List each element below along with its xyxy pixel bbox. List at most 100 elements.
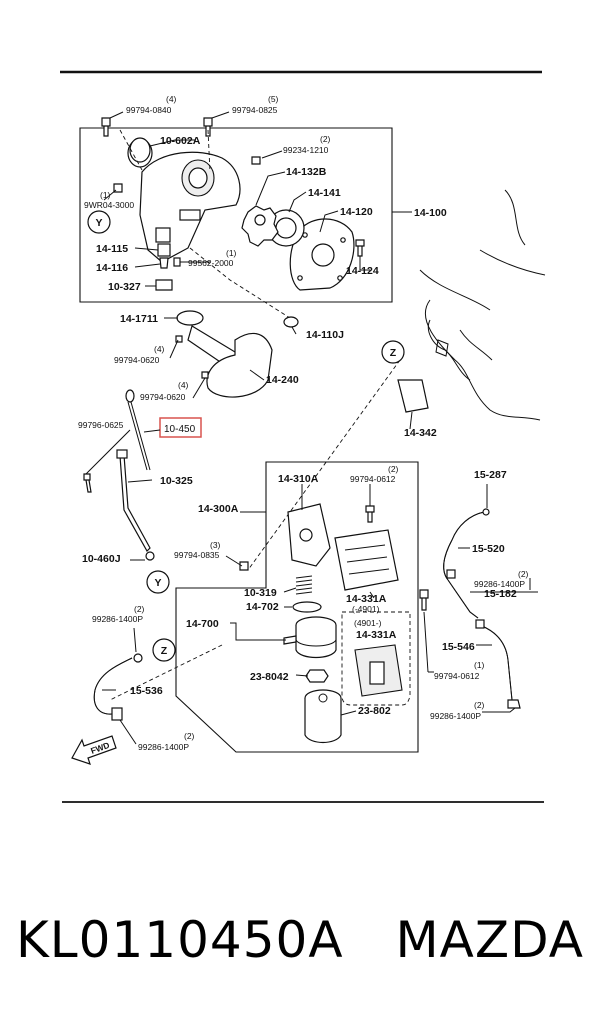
ref-circle-y-lower: Y [146,570,170,594]
label-14-310A: 14-310A [278,473,319,485]
brand-name: MAZDA [395,911,584,969]
ref-z1: Z [390,347,397,359]
label-23-8042: 23-8042 [250,671,289,683]
label-q4c: (4) [178,380,189,390]
filter-housing [334,529,399,591]
label-4901-b: (4901-) [354,618,382,628]
label-14-141: 14-141 [308,187,341,199]
hose-15-546 [475,619,521,709]
label-q1c: (1) [474,660,485,670]
label-99794-0840: 99794-0840 [126,105,172,115]
label-q4a: (4) [166,94,177,104]
outer-rotor [267,209,305,247]
nut-23-8042 [305,669,329,683]
water-hose-15-520 [443,508,490,581]
label-14-115: 14-115 [96,243,128,255]
label-99286-1400P-c: 99286-1400P [430,711,481,721]
oil-cooler [283,616,337,659]
ref-z2: Z [161,645,168,657]
leader-lines [85,111,538,745]
ref-y2: Y [154,577,161,589]
part-labels: (4) 99794-0840 (5) 99794-0825 10-602A (2… [78,94,529,752]
label-99794-0620b: 99794-0620 [140,392,186,402]
lower-group-box [175,461,419,753]
label-q5: (5) [268,94,279,104]
label-99794-0620a: 99794-0620 [114,355,160,365]
parts-diagram: Y Y Z Z FWD [60,70,546,803]
label-15-520: 15-520 [472,543,505,555]
ref-circle-y-upper: Y [87,210,111,234]
label-14-700: 14-700 [186,618,219,630]
spring [295,575,313,595]
label-10-325: 10-325 [160,475,193,487]
o-ring-10-460J [145,551,155,561]
label-q2a: (2) [320,134,331,144]
label-4901-a: (-4901) [352,604,380,614]
label-q1a: (1) [100,190,111,200]
label-99286-1400P-b: 99286-1400P [92,614,143,624]
gasket-14-342 [397,379,429,413]
label-99794-0612b: 99794-0612 [434,671,480,681]
label-14-132B: 14-132B [286,166,327,178]
label-99562-2000: 99562-2000 [188,258,234,268]
o-ring-10-602A [129,137,151,163]
upper-group-box [79,127,393,303]
label-q4b: (4) [154,344,165,354]
ref-circle-z-lower: Z [152,638,176,662]
label-10-602A: 10-602A [160,135,201,147]
label-23-802: 23-802 [358,705,391,717]
label-99794-0612a: 99794-0612 [350,474,396,484]
label-9WR04-3000: 9WR04-3000 [84,200,134,210]
label-99234-1210: 99234-1210 [283,145,329,155]
inner-rotor [241,205,279,247]
label-10-460J: 10-460J [82,553,121,565]
label-15-546: 15-546 [442,641,475,653]
oil-filter [304,689,342,744]
label-14-300A: 14-300A [198,503,239,515]
label-15-287: 15-287 [474,469,507,481]
label-14-342: 14-342 [404,427,437,439]
ref-y1: Y [95,217,102,229]
label-14-120: 14-120 [340,206,373,218]
pipe-15-182 [446,569,479,619]
label-q2b: (2) [388,464,399,474]
label-99796-0625: 99796-0625 [78,420,124,430]
hose-15-536 [93,653,143,721]
dipstick-tube [116,449,151,552]
variant-group-box [341,611,411,706]
dashed-lines [109,129,401,701]
gasket-14-110J [283,316,299,328]
label-15-182: 15-182 [484,588,517,600]
label-99286-1400P-d: 99286-1400P [138,742,189,752]
label-14-116: 14-116 [96,262,128,274]
pump-cover-plate [289,218,355,291]
fwd-arrow-icon: FWD [71,735,117,765]
label-14-110J: 14-110J [306,329,344,341]
label-99794-0825: 99794-0825 [232,105,278,115]
label-14-1711: 14-1711 [120,313,158,325]
part-number: KL0110450A [16,911,344,969]
label-14-124: 14-124 [346,265,379,277]
o-ring-14-702 [292,601,322,613]
filter-housing-variant [354,644,403,697]
engine-block-outline [419,189,546,421]
label-10-450: 10-450 [164,424,196,435]
label-14-331A-a: 14-331A [346,593,387,605]
label-14-240: 14-240 [266,374,299,386]
bolts-upper [101,117,365,257]
label-q1b: (1) [226,248,237,258]
label-q3: (3) [210,540,221,550]
label-14-100: 14-100 [414,207,447,219]
label-15-536: 15-536 [130,685,163,697]
ref-circle-z-upper: Z [381,340,405,364]
label-14-331A-b: 14-331A [356,629,397,641]
dipstick [125,389,151,471]
caption: KL0110450A MAZDA [0,900,600,980]
label-14-702: 14-702 [246,601,279,613]
label-99286-1400P-a: 99286-1400P [474,579,525,589]
oil-strainer [176,310,273,398]
label-q2e: (2) [474,700,485,710]
label-10-319: 10-319 [244,587,277,599]
label-q2c: (2) [518,569,529,579]
filter-bracket [287,503,331,567]
